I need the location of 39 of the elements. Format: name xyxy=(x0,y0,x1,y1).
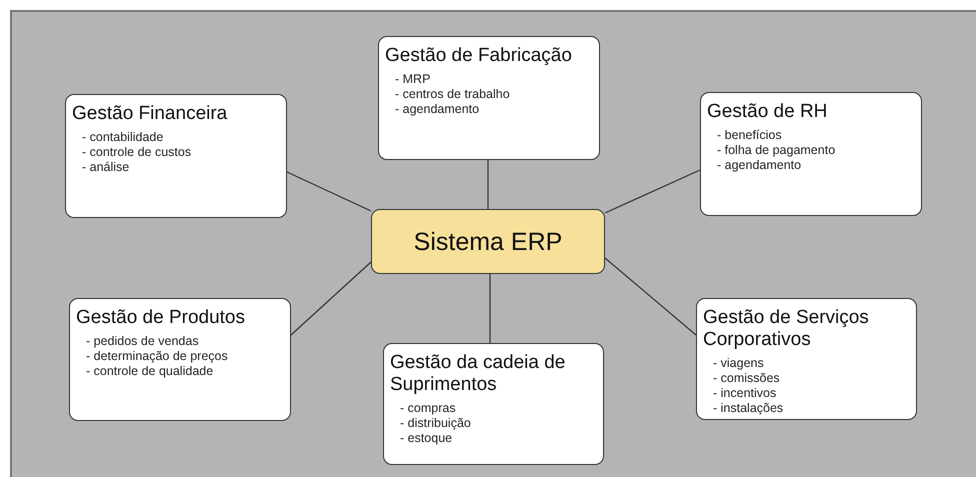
list-item: - compras xyxy=(399,401,457,416)
connector-line xyxy=(290,262,372,336)
module-title: Gestão de RH xyxy=(707,101,828,123)
module-title: Gestão da cadeia de Suprimentos xyxy=(390,352,566,396)
module-box xyxy=(696,298,917,420)
connector-line xyxy=(604,169,700,214)
list-item: - comissões xyxy=(712,371,781,386)
module-title: Gestão de Produtos xyxy=(76,307,246,329)
list-item: - folha de pagamento xyxy=(716,143,836,158)
module-box xyxy=(700,92,922,216)
module-box xyxy=(378,36,600,160)
list-item: - benefícios xyxy=(716,128,783,143)
module-box xyxy=(69,298,291,421)
module-title: Sistema ERP xyxy=(414,230,562,252)
list-item: - viagens xyxy=(712,356,765,371)
list-item: - pedidos de vendas xyxy=(85,334,200,349)
connector-line xyxy=(286,171,372,212)
list-item: - distribuição xyxy=(399,416,472,431)
list-item: - controle de qualidade xyxy=(85,364,214,379)
module-box xyxy=(65,94,287,218)
list-item: - estoque xyxy=(399,431,454,446)
module-title: Gestão de Serviços Corporativos xyxy=(703,307,870,351)
central-box xyxy=(371,209,605,274)
connector-line xyxy=(604,258,696,336)
list-item: - centros de trabalho xyxy=(394,87,511,102)
list-item: - agendamento xyxy=(716,158,802,173)
list-item: - incentivos xyxy=(712,386,778,401)
list-item: - MRP xyxy=(394,72,432,87)
list-item: - análise xyxy=(81,160,130,175)
list-item: - agendamento xyxy=(394,102,480,117)
list-item: - contabilidade xyxy=(81,130,164,145)
list-item: - instalações xyxy=(712,401,784,416)
module-title: Gestão de Fabricação xyxy=(385,45,573,67)
module-box xyxy=(383,343,604,465)
connector-line xyxy=(489,274,491,343)
module-title: Gestão Financeira xyxy=(72,103,228,125)
connector-line xyxy=(487,160,489,209)
list-item: - controle de custos xyxy=(81,145,192,160)
list-item: - determinação de preços xyxy=(85,349,229,364)
